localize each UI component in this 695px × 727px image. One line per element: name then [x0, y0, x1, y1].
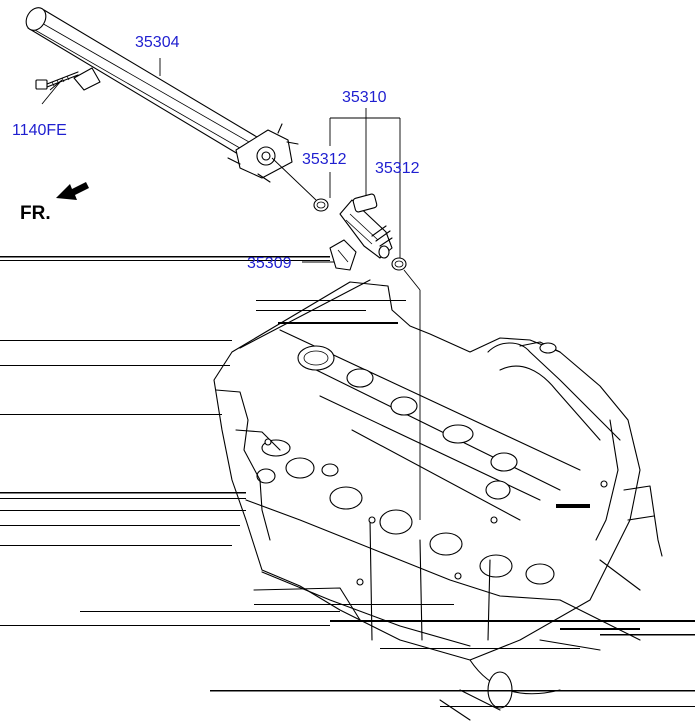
direction-indicator	[56, 182, 89, 200]
bolt[interactable]	[35, 71, 79, 90]
direction-label: FR.	[20, 203, 51, 224]
callout-injector-assembly[interactable]: 35310	[342, 89, 387, 106]
callout-bolt[interactable]: 1140FE	[12, 122, 67, 139]
callout-fuel-rail[interactable]: 35304	[135, 34, 180, 51]
engine-cylinder-head	[213, 279, 663, 721]
injector-clip[interactable]	[329, 239, 357, 271]
o-ring-left[interactable]	[313, 198, 329, 212]
callout-clip[interactable]: 35309	[247, 255, 292, 272]
leader-lines	[41, 58, 421, 520]
callout-o-ring-right[interactable]: 35312	[375, 160, 420, 177]
fuel-injector[interactable]	[339, 193, 393, 259]
callout-o-ring-left[interactable]: 35312	[302, 151, 347, 168]
fuel-rail[interactable]	[22, 4, 299, 183]
scanline-artifacts	[0, 256, 695, 707]
arrow-down-left-icon	[56, 182, 89, 200]
o-ring-right[interactable]	[391, 257, 407, 271]
